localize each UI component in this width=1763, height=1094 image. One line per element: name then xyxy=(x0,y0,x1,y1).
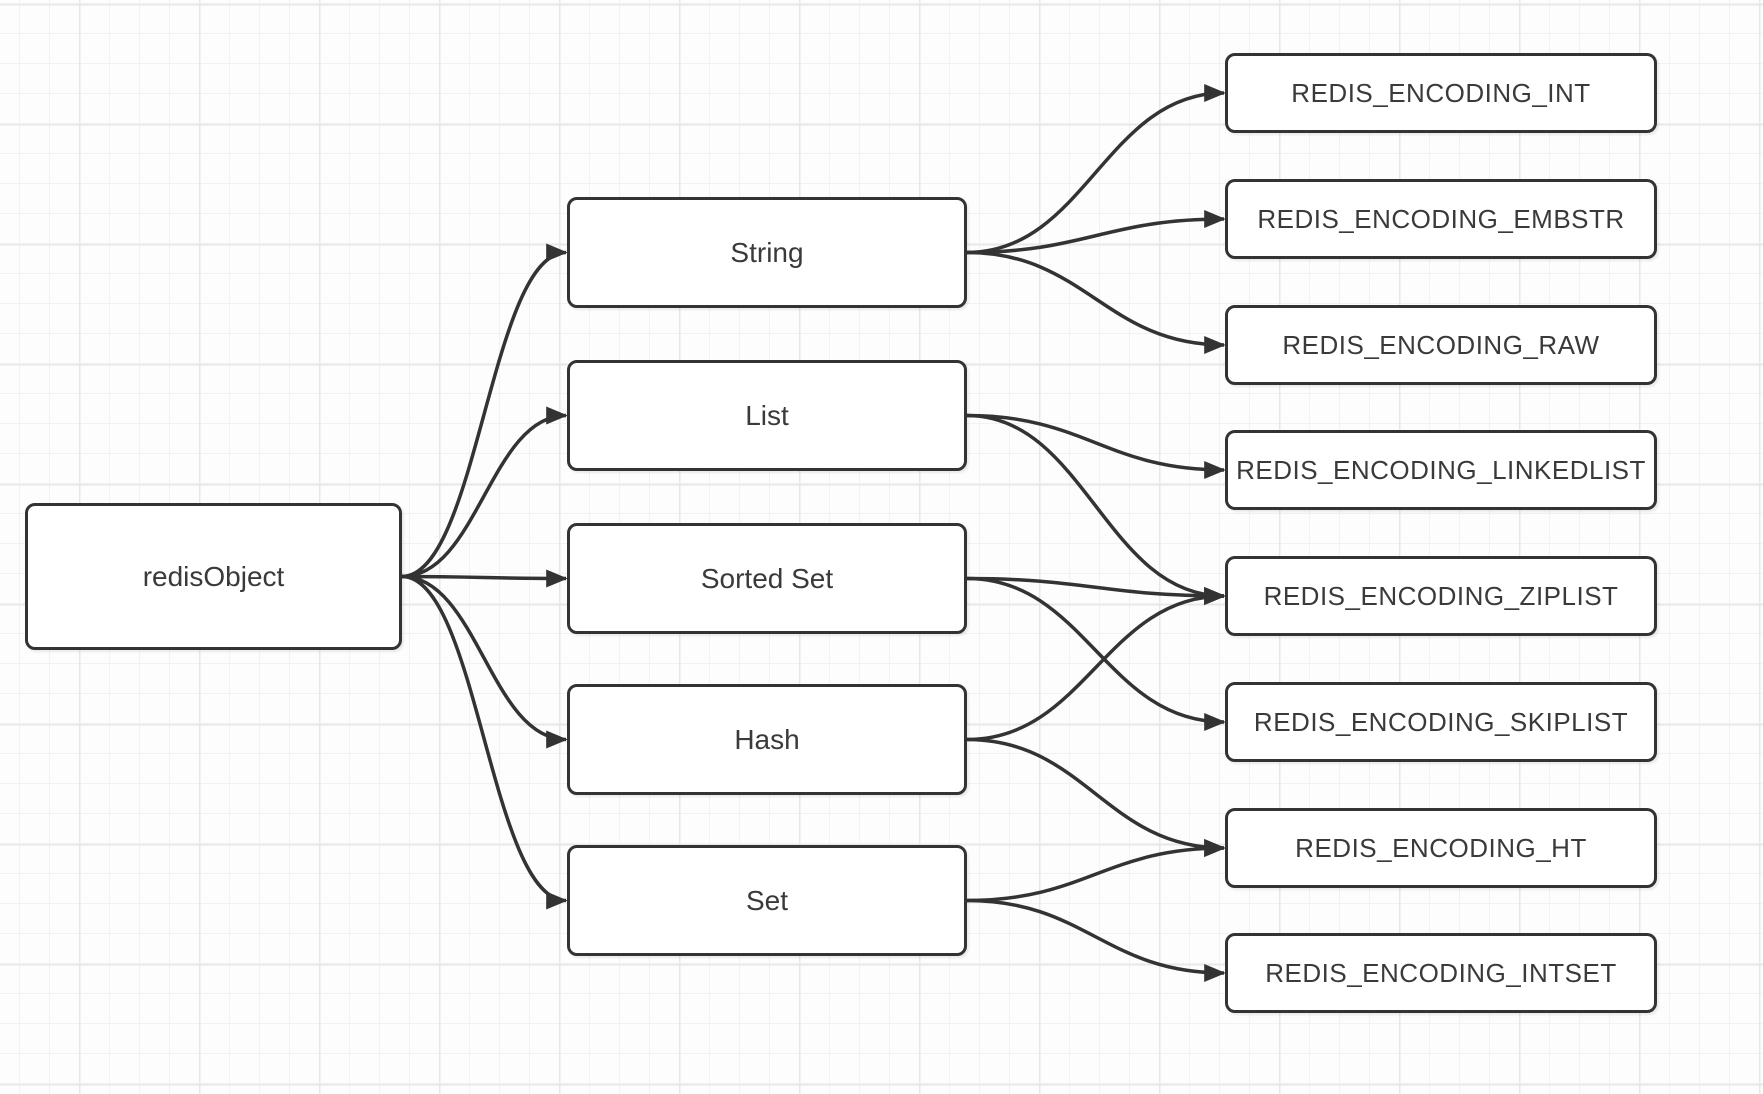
edge-redisObject-to-String xyxy=(401,243,568,579)
node-label: redisObject xyxy=(142,560,285,592)
node-encoding-ht[interactable]: REDIS_ENCODING_HT xyxy=(1225,808,1657,888)
node-label: String xyxy=(730,236,804,268)
node-list-type[interactable]: List xyxy=(567,360,967,471)
edge-redisObject-to-Hash xyxy=(401,574,568,749)
edge-List-to-LINKEDLIST xyxy=(966,413,1226,479)
edge-List-to-ZIPLIST xyxy=(966,413,1226,605)
node-label: REDIS_ENCODING_INT xyxy=(1291,77,1591,108)
node-hash-type[interactable]: Hash xyxy=(567,684,967,795)
edge-Hash-to-ZIPLIST xyxy=(966,587,1226,742)
node-set-type[interactable]: Set xyxy=(567,845,967,956)
node-label: REDIS_ENCODING_RAW xyxy=(1282,329,1600,360)
node-encoding-skiplist[interactable]: REDIS_ENCODING_SKIPLIST xyxy=(1225,682,1657,762)
node-encoding-int[interactable]: REDIS_ENCODING_INT xyxy=(1225,53,1657,133)
edge-SortedSet-to-ZIPLIST xyxy=(966,576,1226,605)
edge-redisObject-to-Set xyxy=(401,574,568,910)
node-label: Set xyxy=(745,884,789,916)
edge-Hash-to-HT xyxy=(966,737,1226,857)
edge-SortedSet-to-SKIPLIST xyxy=(966,576,1226,731)
node-label: REDIS_ENCODING_INTSET xyxy=(1265,957,1617,988)
edge-Set-to-HT xyxy=(966,839,1226,903)
node-sorted-set-type[interactable]: Sorted Set xyxy=(567,523,967,634)
edge-String-to-EMBSTR xyxy=(966,210,1226,255)
edge-String-to-RAW xyxy=(966,250,1226,354)
edge-String-to-INT xyxy=(966,84,1226,255)
node-string-type[interactable]: String xyxy=(567,197,967,308)
node-label: REDIS_ENCODING_LINKEDLIST xyxy=(1236,454,1646,485)
edge-redisObject-to-List xyxy=(401,406,568,579)
node-label: REDIS_ENCODING_ZIPLIST xyxy=(1263,580,1619,611)
node-label: List xyxy=(745,399,789,431)
edge-redisObject-to-SortedSet xyxy=(401,569,568,588)
node-label: REDIS_ENCODING_HT xyxy=(1295,832,1587,863)
node-encoding-embstr[interactable]: REDIS_ENCODING_EMBSTR xyxy=(1225,179,1657,259)
node-label: Sorted Set xyxy=(700,562,834,594)
edge-Set-to-INTSET xyxy=(966,898,1226,982)
node-encoding-intset[interactable]: REDIS_ENCODING_INTSET xyxy=(1225,933,1657,1013)
node-label: Hash xyxy=(734,723,800,755)
node-label: REDIS_ENCODING_SKIPLIST xyxy=(1253,706,1629,737)
node-encoding-ziplist[interactable]: REDIS_ENCODING_ZIPLIST xyxy=(1225,556,1657,636)
node-redis-object[interactable]: redisObject xyxy=(25,503,402,650)
node-encoding-raw[interactable]: REDIS_ENCODING_RAW xyxy=(1225,305,1657,385)
node-label: REDIS_ENCODING_EMBSTR xyxy=(1257,203,1625,234)
node-encoding-linkedlist[interactable]: REDIS_ENCODING_LINKEDLIST xyxy=(1225,430,1657,510)
